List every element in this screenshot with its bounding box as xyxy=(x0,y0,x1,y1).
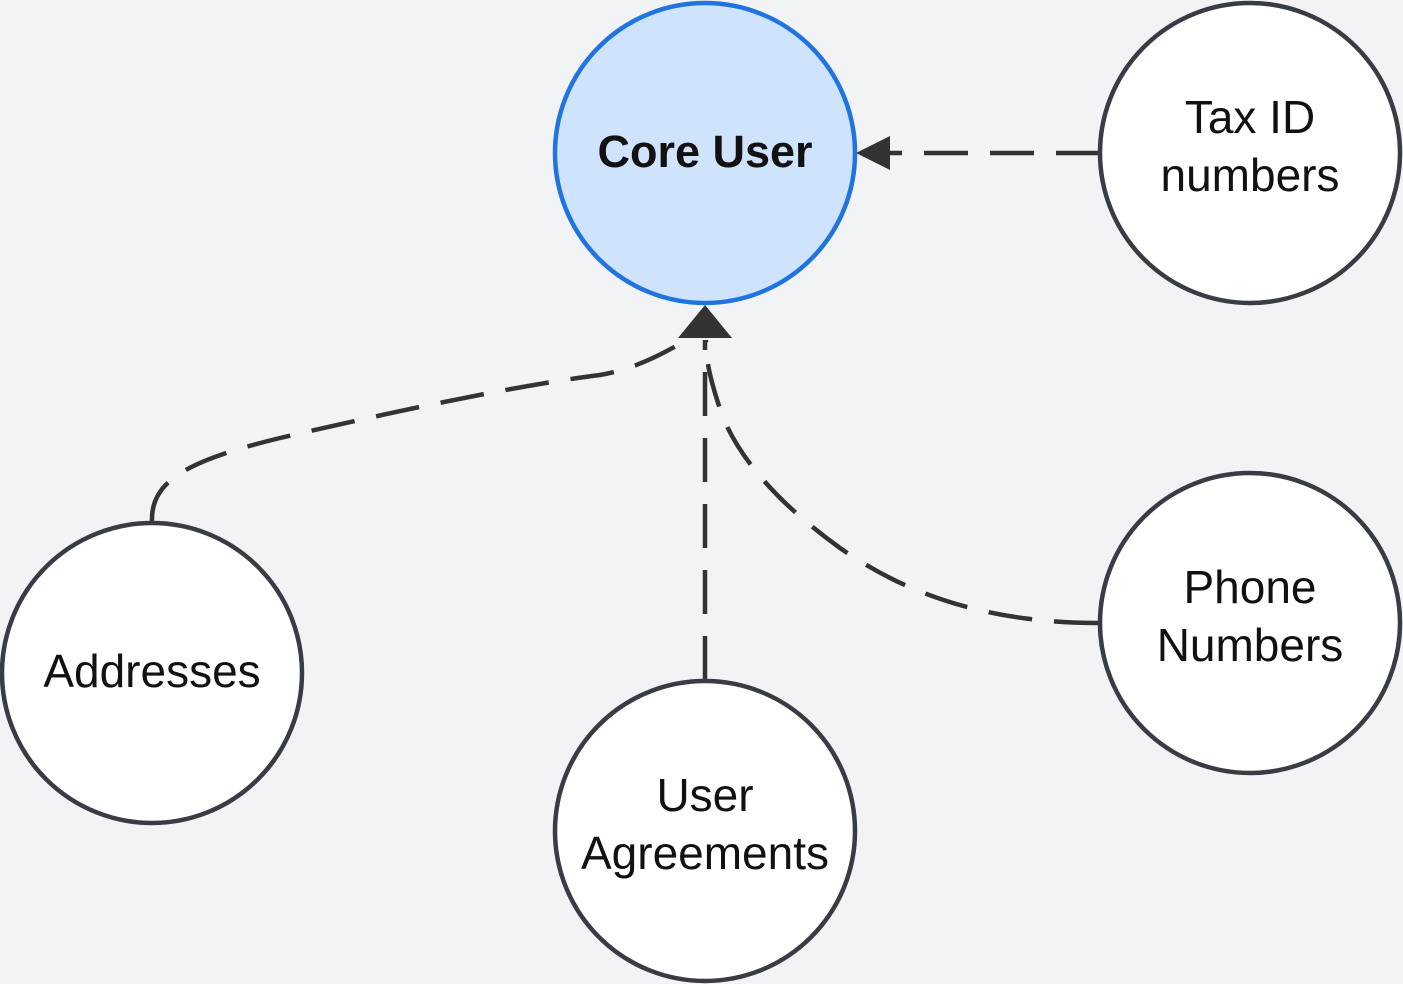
node-tax-id[interactable]: Tax ID numbers xyxy=(1097,0,1403,306)
user-agreements-label-line-2: Agreements xyxy=(581,827,829,879)
user-agreements-circle xyxy=(552,678,858,984)
arrowheads xyxy=(678,136,890,338)
node-core-user[interactable]: Core User xyxy=(552,0,858,306)
user-agreements-label-line-1: User xyxy=(656,769,753,821)
tax-id-label-line-2: numbers xyxy=(1161,149,1340,201)
arrowhead-tax-id xyxy=(856,136,890,170)
node-addresses[interactable]: Addresses xyxy=(0,520,305,826)
edge-addresses-to-core-user xyxy=(149,330,702,523)
core-user-circle xyxy=(552,0,858,306)
addresses-circle xyxy=(0,520,305,826)
node-user-agreements[interactable]: User Agreements xyxy=(552,678,858,984)
phone-numbers-circle xyxy=(1097,470,1403,776)
tax-id-circle xyxy=(1097,0,1403,306)
core-user-label-line-1: Core User xyxy=(597,126,812,177)
phone-numbers-label-line-2: Numbers xyxy=(1157,619,1344,671)
tax-id-label-line-1: Tax ID xyxy=(1185,91,1315,143)
edges xyxy=(149,150,1100,680)
node-phone-numbers[interactable]: Phone Numbers xyxy=(1097,470,1403,776)
edge-phone-numbers-to-core-user xyxy=(703,339,1099,626)
phone-numbers-label-line-1: Phone xyxy=(1183,561,1316,613)
addresses-label-line-1: Addresses xyxy=(43,645,260,697)
arrowhead-core-user-bottom xyxy=(678,305,732,338)
